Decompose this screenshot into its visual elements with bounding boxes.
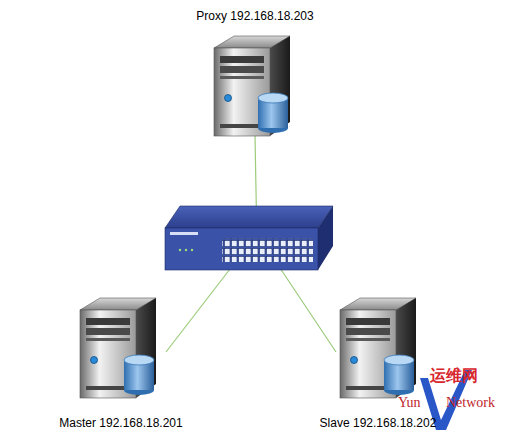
watermark-chinese: 运维网 [430, 368, 478, 384]
network-wires [166, 135, 336, 352]
slave-server-icon [340, 298, 416, 398]
slave-wire [272, 256, 336, 352]
slave-label-node: Slave 192.168.18.202 [320, 416, 437, 430]
proxy-server-icon [214, 36, 290, 136]
network-switch [165, 206, 333, 270]
master-label-node: Master 192.168.18.201 [59, 416, 182, 430]
proxy-label-node: Proxy 192.168.18.203 [196, 9, 313, 23]
watermark-network: Network [446, 395, 495, 411]
watermark-yun: Yun [398, 395, 421, 411]
master-wire [166, 256, 240, 352]
master-server-icon [80, 298, 156, 398]
server-label: Master 192.168.18.201 [59, 416, 182, 430]
server-label: Slave 192.168.18.202 [320, 416, 437, 430]
server-label: Proxy 192.168.18.203 [196, 9, 313, 23]
